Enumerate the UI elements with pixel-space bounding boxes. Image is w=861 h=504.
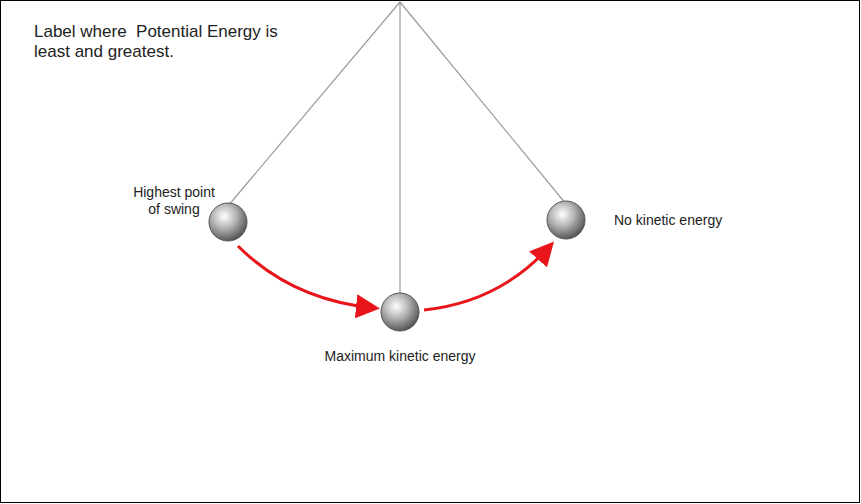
swing-arrow <box>424 246 550 310</box>
swing-arrow <box>238 246 374 308</box>
pendulum-bob <box>209 203 247 241</box>
position-label: Highest point of swing <box>126 184 222 218</box>
instruction-note: Label where Potential Energy is least an… <box>34 22 284 63</box>
pendulum-bob <box>381 293 419 331</box>
pendulum-string <box>399 2 400 294</box>
pendulum-bob <box>547 201 585 239</box>
energy-label: Maximum kinetic energy <box>300 348 500 365</box>
pendulum-string <box>400 2 566 204</box>
energy-label: No kinetic energy <box>614 212 774 229</box>
